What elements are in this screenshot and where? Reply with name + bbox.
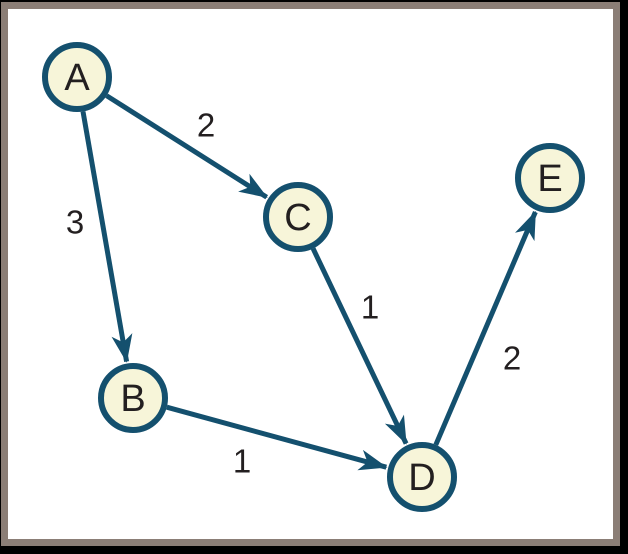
edge-weight-A-B: 3: [66, 204, 84, 241]
node-label-C: C: [284, 197, 311, 239]
node-label-E: E: [537, 158, 562, 200]
edge-C-D: [310, 247, 409, 445]
node-B: [98, 363, 168, 433]
edge-A-C: [105, 93, 269, 200]
node-C: [263, 182, 333, 252]
edge-weight-A-C: 2: [197, 107, 215, 144]
node-label-D: D: [408, 457, 435, 499]
nodes-layer: A B C D E: [42, 42, 585, 512]
node-label-A: A: [64, 57, 90, 99]
edges-layer: [80, 93, 538, 471]
edge-B-D: [166, 404, 388, 471]
node-label-B: B: [120, 378, 145, 420]
edge-D-E: [433, 210, 538, 446]
edge-weight-C-D: 1: [361, 289, 379, 326]
edge-weights-layer: 2 3 1 1 2: [66, 107, 521, 480]
node-D: [387, 442, 457, 512]
node-E: [515, 143, 585, 213]
edge-weight-B-D: 1: [233, 443, 251, 480]
edge-A-B: [80, 111, 133, 363]
edge-weight-D-E: 2: [503, 340, 521, 377]
node-A: [42, 42, 112, 112]
